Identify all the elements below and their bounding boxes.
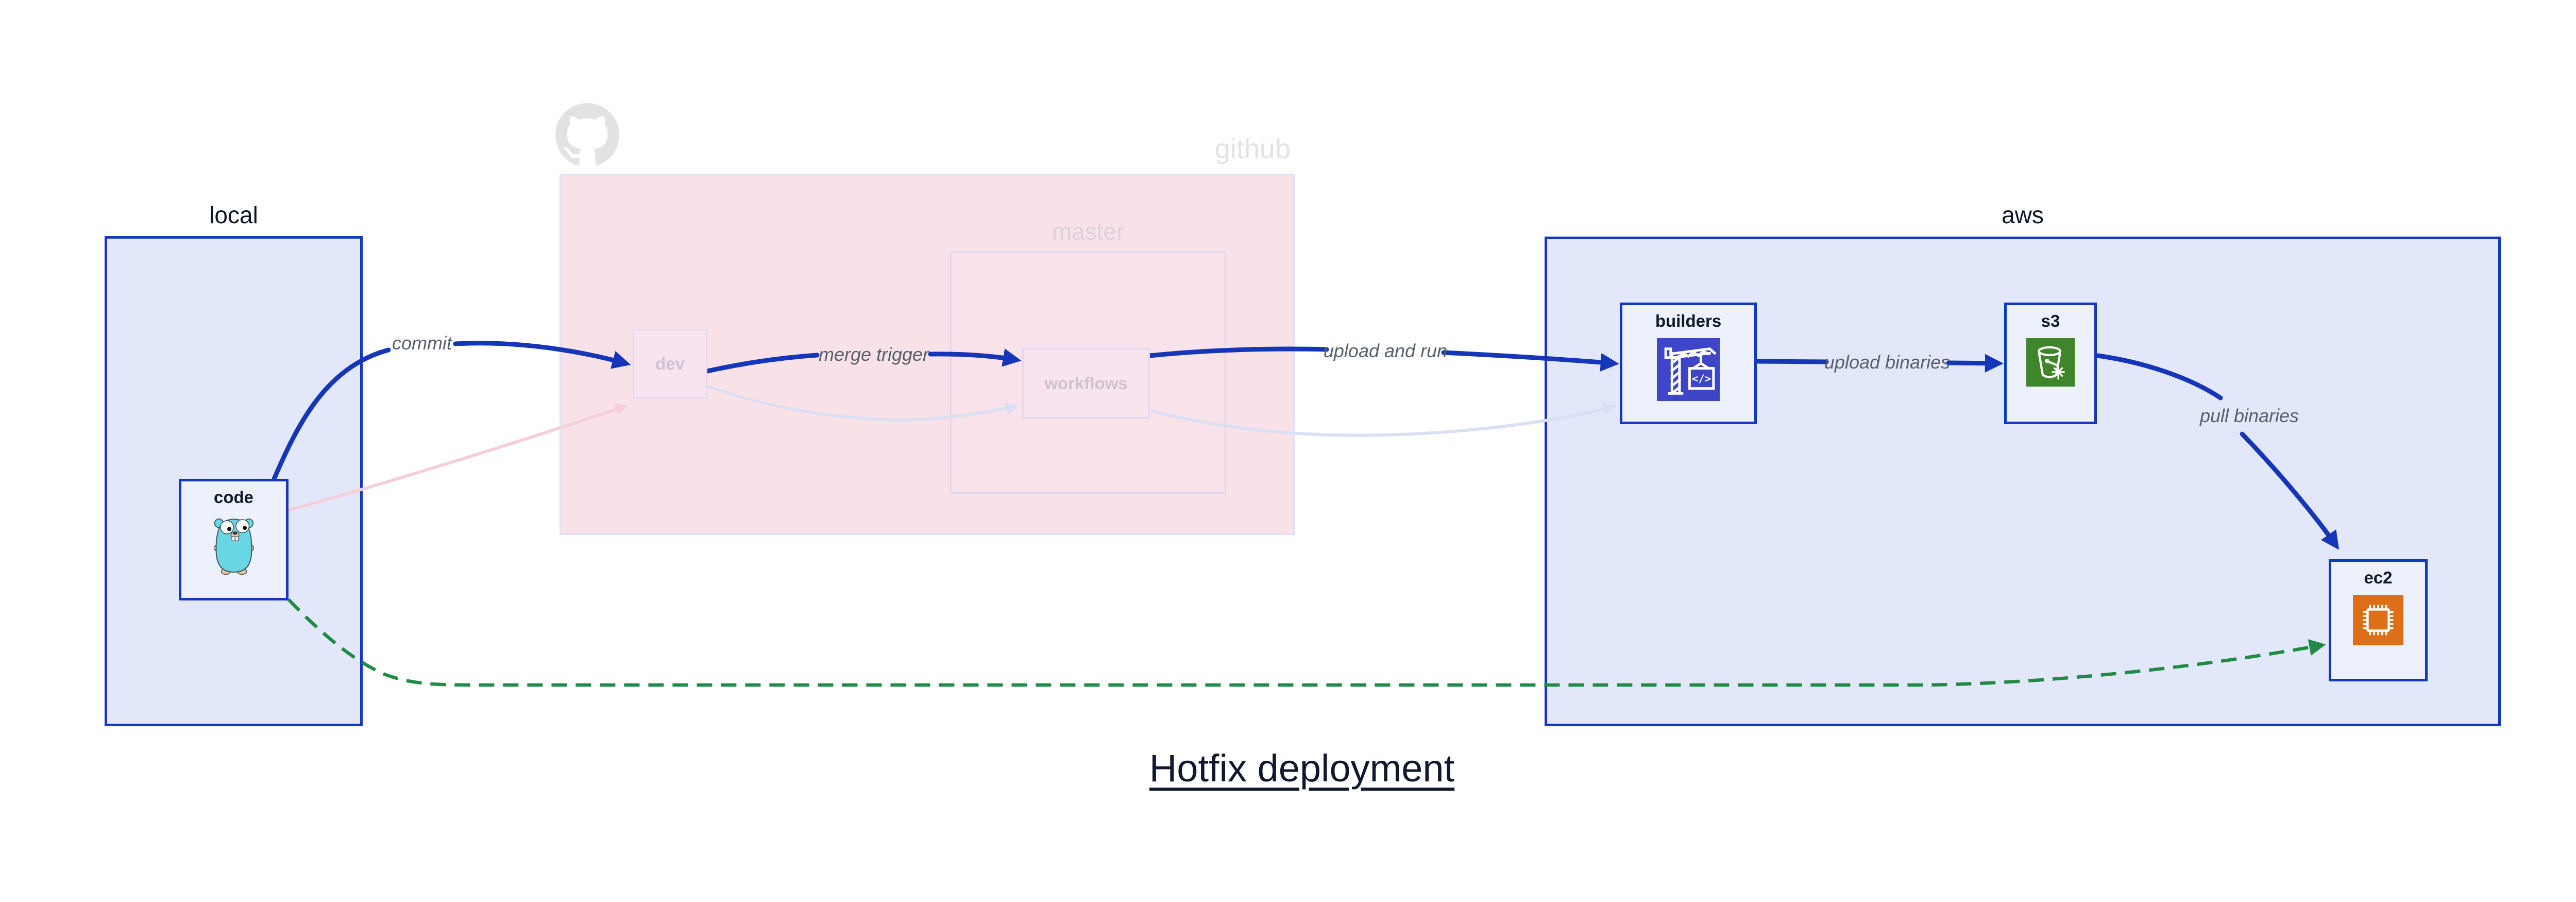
- edge-label-upload-and-run: upload and run: [1323, 340, 1448, 361]
- s3-glacier-bucket-icon: [2026, 338, 2075, 387]
- node-s3: s3: [2004, 303, 2097, 424]
- ec2-chip-icon: [2353, 595, 2403, 645]
- edge-label-merge-trigger: merge trigger: [818, 344, 929, 365]
- node-workflows-label: workflows: [1044, 373, 1128, 393]
- node-dev-label: dev: [655, 354, 685, 373]
- go-gopher-icon: [213, 514, 254, 575]
- local-container-label: local: [209, 202, 258, 228]
- node-builders-label: builders: [1655, 311, 1722, 330]
- github-container-label: github: [1214, 133, 1291, 164]
- node-ec2: ec2: [2329, 559, 2428, 681]
- codebuild-code-glyph: </>: [1692, 372, 1711, 385]
- node-code-label: code: [213, 488, 254, 507]
- node-ec2-label: ec2: [2364, 568, 2393, 587]
- aws-container-label: aws: [2002, 202, 2044, 228]
- node-code: code: [179, 479, 289, 600]
- edge-label-upload-binaries: upload binaries: [1824, 352, 1951, 373]
- codebuild-crane-icon: </>: [1657, 338, 1720, 401]
- master-subgraph-label: master: [1052, 218, 1125, 245]
- diagram-title: Hotfix deployment: [1149, 747, 1455, 790]
- node-dev: dev: [633, 329, 707, 399]
- node-builders: builders </>: [1620, 303, 1757, 424]
- edge-label-pull-binaries: pull binaries: [2199, 405, 2299, 426]
- node-s3-label: s3: [2041, 311, 2060, 330]
- edge-label-commit: commit: [392, 332, 452, 354]
- github-octocat-icon: [555, 103, 619, 167]
- node-workflows: workflows: [1022, 348, 1150, 419]
